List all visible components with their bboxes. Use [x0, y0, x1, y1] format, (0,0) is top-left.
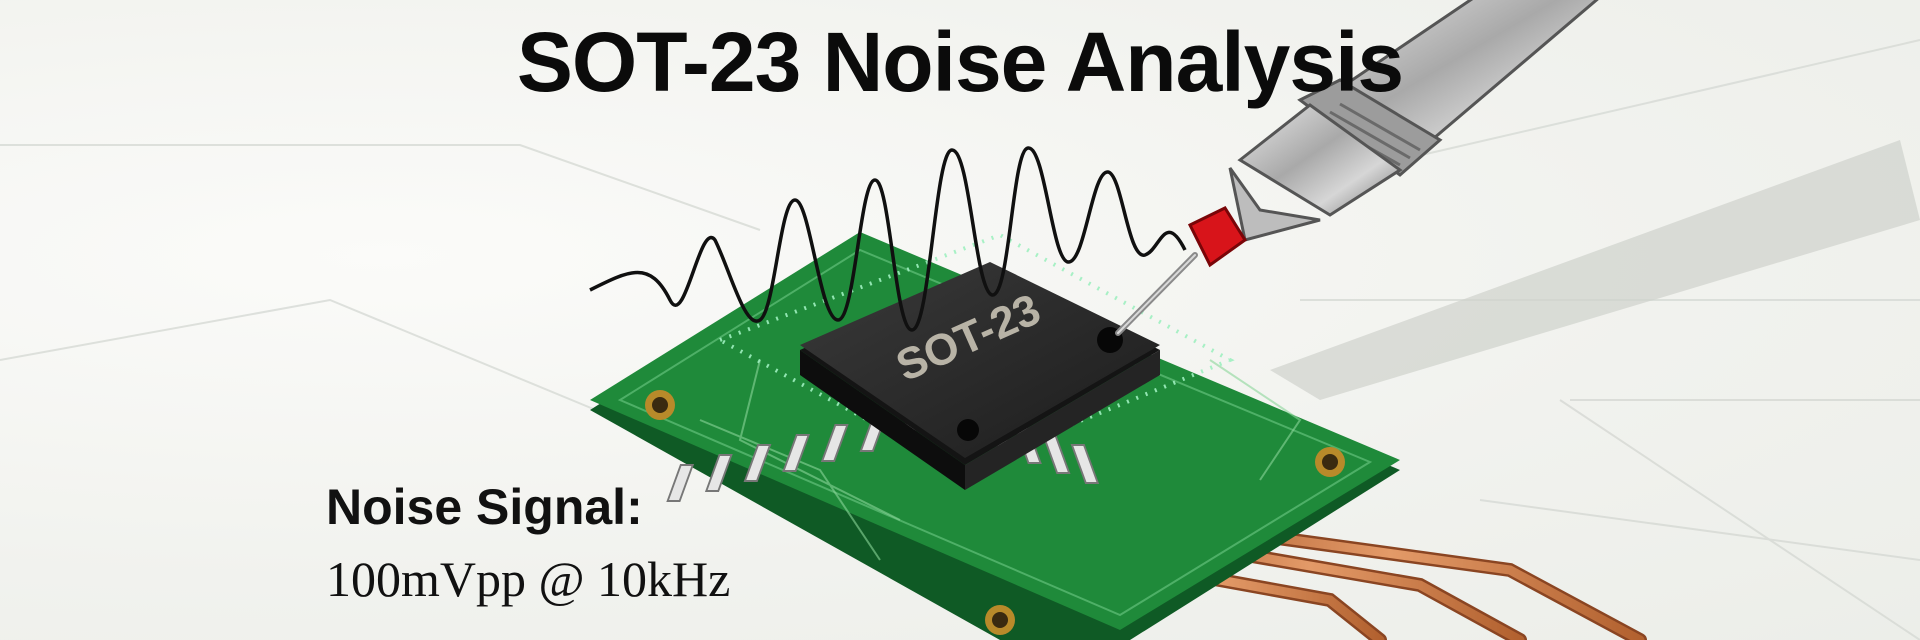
noise-waveform	[589, 146, 1187, 332]
oscilloscope-probe	[1115, 0, 1599, 336]
sot23-chip	[800, 262, 1160, 490]
mounting-hole	[1315, 447, 1345, 477]
mounting-hole	[985, 605, 1015, 635]
noise-signal-label: Noise Signal:	[326, 479, 643, 535]
probe-shadow	[1270, 140, 1920, 400]
probe-red-tip	[1187, 206, 1248, 268]
page-title: SOT-23 Noise Analysis	[516, 15, 1404, 109]
mounting-hole	[645, 390, 675, 420]
noise-signal-value: 100mVpp @ 10kHz	[326, 551, 731, 607]
